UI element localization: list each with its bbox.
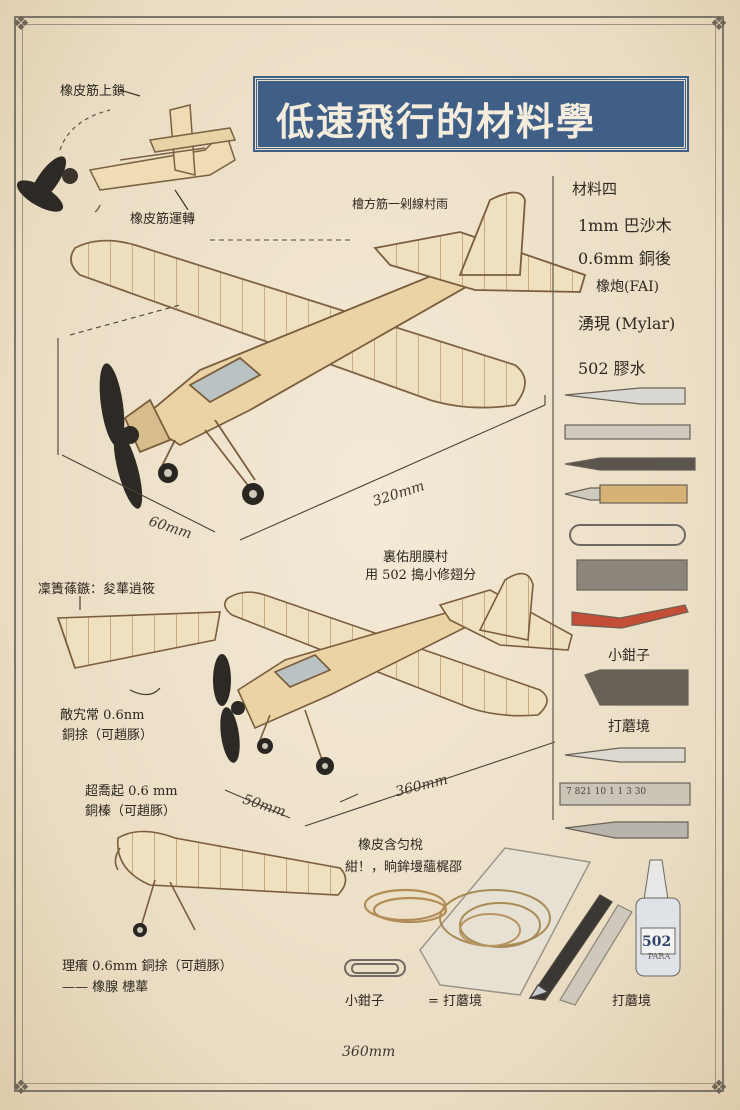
paper-clip-icon <box>344 959 406 977</box>
small-plane-sketch <box>88 104 237 213</box>
sander-label: 打蘑境 <box>608 719 650 735</box>
plane-1-drawing <box>70 191 587 489</box>
wing-section-detail <box>56 611 221 669</box>
inner-frame <box>22 24 716 1084</box>
metal-ruler <box>559 904 633 1006</box>
glue-sublabel: PARA <box>648 952 671 961</box>
wing-note-label: 檜方筋一剁線村雨 <box>352 197 449 211</box>
page-title: 低速飛行的材料學 <box>276 99 597 144</box>
corner-ornament-icon: ❖ <box>12 11 30 35</box>
propeller-icon <box>16 156 78 212</box>
plane2-note-line2: 用 502 搗小修翅分 <box>365 568 477 583</box>
propeller-icon <box>213 654 245 763</box>
material-item: 502 膠水 <box>578 359 646 378</box>
rubber-band-bag <box>419 847 592 996</box>
corner-ornament-icon: ❖ <box>12 1075 30 1099</box>
wing-detail-label: 凜簀蓧鏃：夋蕐逍筱 <box>38 582 156 597</box>
plane-2-drawing <box>224 572 573 761</box>
legend-line-1: 理癢 0.6mm 銅捈（可趙豚） <box>62 959 233 974</box>
sander-label-bottom: = 打蘑境 <box>428 994 483 1009</box>
wire-note-2b: 銅榛（可趙豚） <box>85 804 177 819</box>
glue-label: 502 <box>642 934 672 950</box>
clip-label: 小鉗子 <box>345 994 385 1009</box>
dimension-lines-1 <box>57 239 546 541</box>
material-item: 湧現 (Mylar) <box>578 314 676 333</box>
title-box: 低速飛行的材料學 <box>255 78 687 150</box>
pliers-label: 小鉗子 <box>608 648 650 664</box>
material-item: 0.6mm 銅後 <box>578 249 671 268</box>
materials-header: 材料四 <box>572 180 618 198</box>
ruler-markings: 7 821 10 1 1 3 30 <box>566 787 647 797</box>
wire-note-1b: 銅捈（可趙豚） <box>62 728 154 743</box>
rubber-lock-label: 橡皮筋上鎖 <box>60 84 126 99</box>
bottom-sander-label: 打蘑境 <box>612 994 652 1009</box>
wheels <box>158 463 264 505</box>
lower-wing-detail <box>114 830 347 931</box>
rubber-bands <box>363 888 448 924</box>
rubber-drive-label: 橡皮筋運轉 <box>130 212 196 227</box>
wire-note-2a: 超喬起 0.6 mm <box>85 784 178 799</box>
bag-note-b: 紺！，晌鉾墁蘊梶邵 <box>345 860 463 875</box>
legend-line-2: —— 橡腺 槵蕐 <box>62 980 149 995</box>
material-item: 1mm 巴沙木 <box>578 216 672 235</box>
plane2-note-line1: 裏佑朋膜村 <box>383 550 449 565</box>
bottom-dimension-label: 360mm <box>342 1044 396 1060</box>
glue-bottle-icon <box>635 859 681 977</box>
material-item: 橡炮(FAI) <box>596 279 660 295</box>
tool-column <box>559 387 696 839</box>
propeller-icon <box>99 363 143 509</box>
corner-ornament-icon: ❖ <box>710 11 728 35</box>
wire-note-1a: 敵宄常 0.6nm <box>60 708 145 723</box>
outer-frame <box>14 16 724 1092</box>
knife-icon <box>528 894 613 1001</box>
corner-ornament-icon: ❖ <box>710 1075 728 1099</box>
bag-note-a: 橡皮含匀梲 <box>358 838 424 853</box>
